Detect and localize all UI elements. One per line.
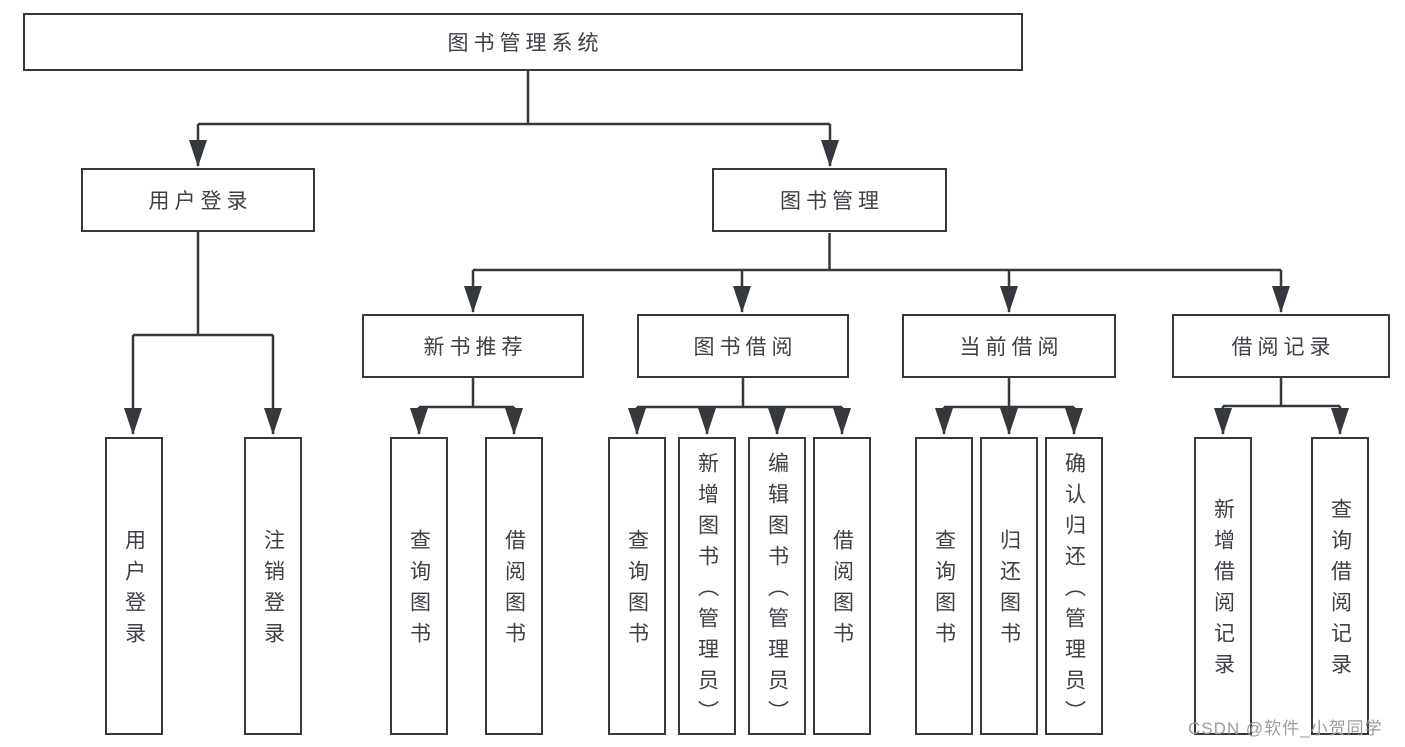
- leaf-logout: 注销登录: [244, 437, 302, 735]
- node-label: 用户登录: [148, 190, 253, 213]
- leaf-add-books-admin: 新增图书（管理员）: [678, 437, 736, 735]
- leaf-label: 查询图书: [625, 529, 649, 653]
- leaf-borrow-books-recommend: 借阅图书: [485, 437, 543, 735]
- leaf-return-books: 归还图书: [980, 437, 1038, 735]
- leaf-query-books-current: 查询图书: [915, 437, 973, 735]
- node-book-borrowing: 图书借阅: [637, 314, 849, 378]
- leaf-label: 借阅图书: [502, 529, 526, 653]
- node-user-login: 用户登录: [81, 168, 315, 232]
- node-root-system: 图书管理系统: [23, 13, 1023, 71]
- leaf-add-borrow-record: 新增借阅记录: [1194, 437, 1252, 735]
- leaf-label: 编辑图书（管理员）: [765, 451, 789, 731]
- arrowheads: [124, 140, 1349, 435]
- node-label: 图书管理: [780, 190, 884, 213]
- node-label: 图书管理系统: [447, 32, 604, 55]
- leaf-label: 归还图书: [997, 529, 1021, 653]
- node-current-borrowing: 当前借阅: [902, 314, 1116, 378]
- leaf-label: 注销登录: [261, 529, 285, 653]
- node-borrowing-records: 借阅记录: [1172, 314, 1390, 378]
- leaf-edit-books-admin: 编辑图书（管理员）: [748, 437, 806, 735]
- leaf-user-login: 用户登录: [105, 437, 163, 735]
- node-label: 借阅记录: [1231, 336, 1336, 359]
- leaf-label: 新增借阅记录: [1211, 498, 1235, 684]
- leaf-label: 借阅图书: [830, 529, 854, 653]
- csdn-watermark: CSDN @软件_小贺同学: [1188, 719, 1383, 738]
- leaf-label: 确认归还（管理员）: [1062, 451, 1086, 731]
- node-book-management: 图书管理: [712, 168, 947, 232]
- leaf-query-borrow-record: 查询借阅记录: [1311, 437, 1369, 735]
- leaf-label: 查询图书: [932, 529, 956, 653]
- node-label: 当前借阅: [959, 336, 1064, 359]
- leaf-label: 用户登录: [122, 529, 146, 653]
- node-label: 新书推荐: [423, 336, 528, 359]
- node-new-book-recommend: 新书推荐: [362, 314, 584, 378]
- leaf-label: 查询图书: [407, 529, 431, 653]
- leaf-query-books-borrowing: 查询图书: [608, 437, 666, 735]
- leaf-label: 查询借阅记录: [1328, 498, 1352, 684]
- leaf-confirm-return-admin: 确认归还（管理员）: [1045, 437, 1103, 735]
- node-label: 图书借阅: [693, 336, 798, 359]
- leaf-query-books-recommend: 查询图书: [390, 437, 448, 735]
- leaf-label: 新增图书（管理员）: [695, 451, 719, 731]
- leaf-borrow-books-borrowing: 借阅图书: [813, 437, 871, 735]
